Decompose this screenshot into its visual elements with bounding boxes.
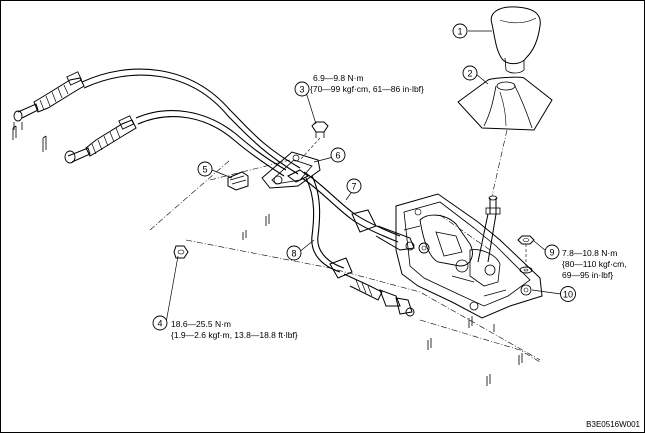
svg-text:10: 10 <box>563 290 573 300</box>
callout-1: 1 <box>452 23 468 39</box>
svg-text:8: 8 <box>291 249 296 259</box>
bolt-3 <box>299 121 329 161</box>
callout-10: 10 <box>560 286 576 302</box>
shift-knob <box>490 6 541 74</box>
callout-2: 2 <box>462 65 478 81</box>
svg-text:2: 2 <box>467 69 472 79</box>
callout-5: 5 <box>197 161 213 177</box>
torque-spec-4-alt: {1.9—2.6 kgf·m, 13.8—18.8 ft·lbf} <box>171 330 298 340</box>
cable-connector <box>329 257 415 317</box>
svg-text:6: 6 <box>335 151 340 161</box>
nut-4 <box>173 245 189 259</box>
cable-end-lower <box>64 115 137 164</box>
torque-spec-9-nm: 7.8—10.8 N·m <box>562 248 617 258</box>
svg-text:7: 7 <box>351 182 356 192</box>
torque-spec-3-alt: {70—99 kgf·cm, 61—86 in·lbf} <box>310 84 424 94</box>
callout-7: 7 <box>346 178 362 194</box>
mount-marks <box>12 125 523 386</box>
cable-clip <box>227 171 249 191</box>
cable-bracket <box>261 151 321 189</box>
svg-text:9: 9 <box>549 248 554 258</box>
torque-spec-9-alt-2: 69—95 in·lbf} <box>562 270 613 280</box>
shift-lever-assembly <box>395 193 543 319</box>
callout-8: 8 <box>286 245 302 261</box>
svg-text:4: 4 <box>157 319 162 329</box>
shift-boot <box>457 76 553 131</box>
callout-9: 9 7.8—10.8 N·m {80—110 kgf·cm, 69—95 in·… <box>544 244 627 280</box>
svg-text:3: 3 <box>299 85 304 95</box>
nut-9 <box>517 235 535 274</box>
torque-spec-4-nm: 18.6—25.5 N·m <box>171 319 231 329</box>
callout-6: 6 <box>330 147 346 163</box>
svg-text:5: 5 <box>202 165 207 175</box>
torque-spec-9-alt-1: {80—110 kgf·cm, <box>562 259 627 269</box>
callout-4: 4 18.6—25.5 N·m {1.9—2.6 kgf·m, 13.8—18.… <box>152 315 298 340</box>
callout-3: 3 6.9—9.8 N·m {70—99 kgf·cm, 61—86 in·lb… <box>294 73 424 97</box>
svg-text:1: 1 <box>457 27 462 37</box>
assembly-centerline <box>491 129 508 197</box>
shift-cables <box>81 68 401 273</box>
cable-end-upper <box>13 71 85 130</box>
cable-joint <box>351 209 430 254</box>
torque-spec-3-nm: 6.9—9.8 N·m <box>313 73 364 83</box>
figure-code: B3E0516W001 <box>586 420 640 429</box>
